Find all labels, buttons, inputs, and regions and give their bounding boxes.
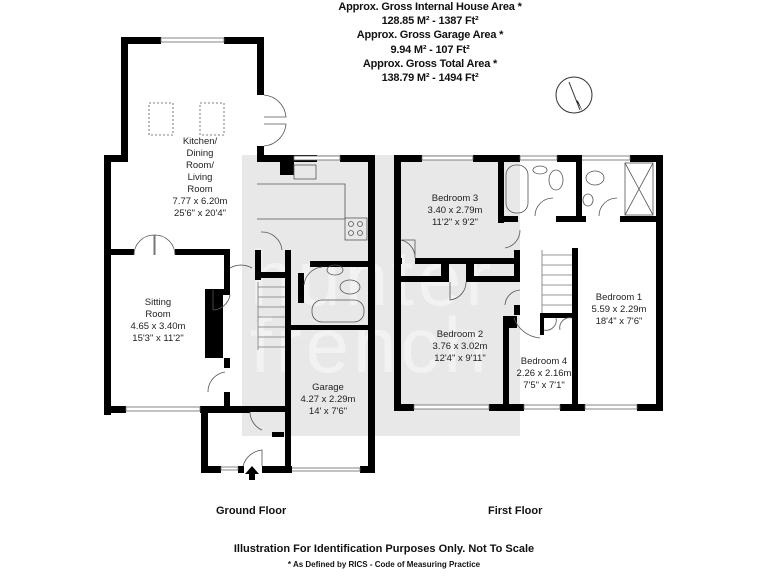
room-metric: 4.65 x 3.40m — [130, 321, 186, 332]
room-label-bedroom-4: Bedroom 4 2.26 x 2.16m 7'5" x 7'1" — [504, 356, 584, 392]
room-label-bedroom-3: Bedroom 3 3.40 x 2.79m 11'2" x 9'2" — [410, 193, 500, 229]
ground-floor-title: Ground Floor — [216, 505, 287, 517]
room-imperial: 11'2" x 9'2" — [431, 217, 479, 228]
room-imperial: 14' x 7'6" — [308, 406, 348, 417]
room-metric: 3.40 x 2.79m — [427, 205, 483, 216]
room-name: Bedroom 3 — [431, 193, 479, 204]
room-imperial: 7'5" x 7'1" — [523, 380, 565, 391]
room-metric: 2.26 x 2.16m — [516, 368, 572, 379]
disclaimer: Illustration For Identification Purposes… — [233, 543, 535, 555]
area-summary: Approx. Gross Internal House Area * 128.… — [300, 0, 560, 85]
room-name: Garage — [312, 382, 344, 393]
house-area-value: 128.85 M² - 1387 Ft² — [381, 15, 479, 28]
room-label-bedroom-1: Bedroom 1 5.59 x 2.29m 18'4" x 7'6" — [578, 292, 660, 328]
room-imperial: 12'4" x 9'11" — [434, 353, 486, 364]
room-imperial: 18'4" x 7'6" — [595, 316, 643, 327]
room-name: Bedroom 4 — [520, 356, 568, 367]
room-metric: 3.76 x 3.02m — [432, 341, 488, 352]
rics-note: * As Defined by RICS - Code of Measuring… — [287, 560, 481, 569]
room-imperial: 15'3" x 11'2" — [132, 333, 184, 344]
total-area-value: 138.79 M² - 1494 Ft² — [381, 72, 479, 85]
room-name: Room — [145, 309, 171, 320]
room-metric: 5.59 x 2.29m — [591, 304, 647, 315]
first-floor-title: First Floor — [488, 505, 543, 517]
room-name: Bedroom 2 — [436, 329, 484, 340]
room-label-kitchen-dining-living: Kitchen/ Dining Room/ Living Room 7.77 x… — [160, 136, 240, 220]
room-label-sitting-room: Sitting Room 4.65 x 3.40m 15'3" x 11'2" — [118, 297, 198, 345]
room-name: Room/ — [186, 160, 214, 171]
room-name: Kitchen/ — [182, 136, 218, 147]
total-area-label: Approx. Gross Total Area * — [362, 57, 498, 70]
room-metric: 7.77 x 6.20m — [172, 196, 228, 207]
room-name: Room — [187, 184, 213, 195]
room-label-garage: Garage 4.27 x 2.29m 14' x 7'6" — [288, 382, 368, 418]
room-metric: 4.27 x 2.29m — [300, 394, 356, 405]
room-label-bedroom-2: Bedroom 2 3.76 x 3.02m 12'4" x 9'11" — [415, 329, 505, 365]
garage-area-label: Approx. Gross Garage Area * — [356, 29, 504, 42]
first-floor-fixtures — [400, 162, 654, 339]
first-floor-walls — [394, 155, 663, 411]
room-name: Sitting — [144, 297, 172, 308]
room-name: Bedroom 1 — [595, 292, 643, 303]
room-imperial: 25'6" x 20'4" — [173, 208, 227, 219]
ground-floor-fixtures — [133, 94, 368, 467]
garage-area-value: 9.94 M² - 107 Ft² — [390, 43, 470, 56]
ground-floor-walls — [104, 37, 375, 473]
room-name: Living — [187, 172, 213, 183]
room-name: Dining — [186, 148, 214, 159]
house-area-label: Approx. Gross Internal House Area * — [338, 1, 522, 13]
entrance-arrow-icon — [245, 466, 259, 480]
north-arrow-compass-icon — [555, 76, 593, 114]
